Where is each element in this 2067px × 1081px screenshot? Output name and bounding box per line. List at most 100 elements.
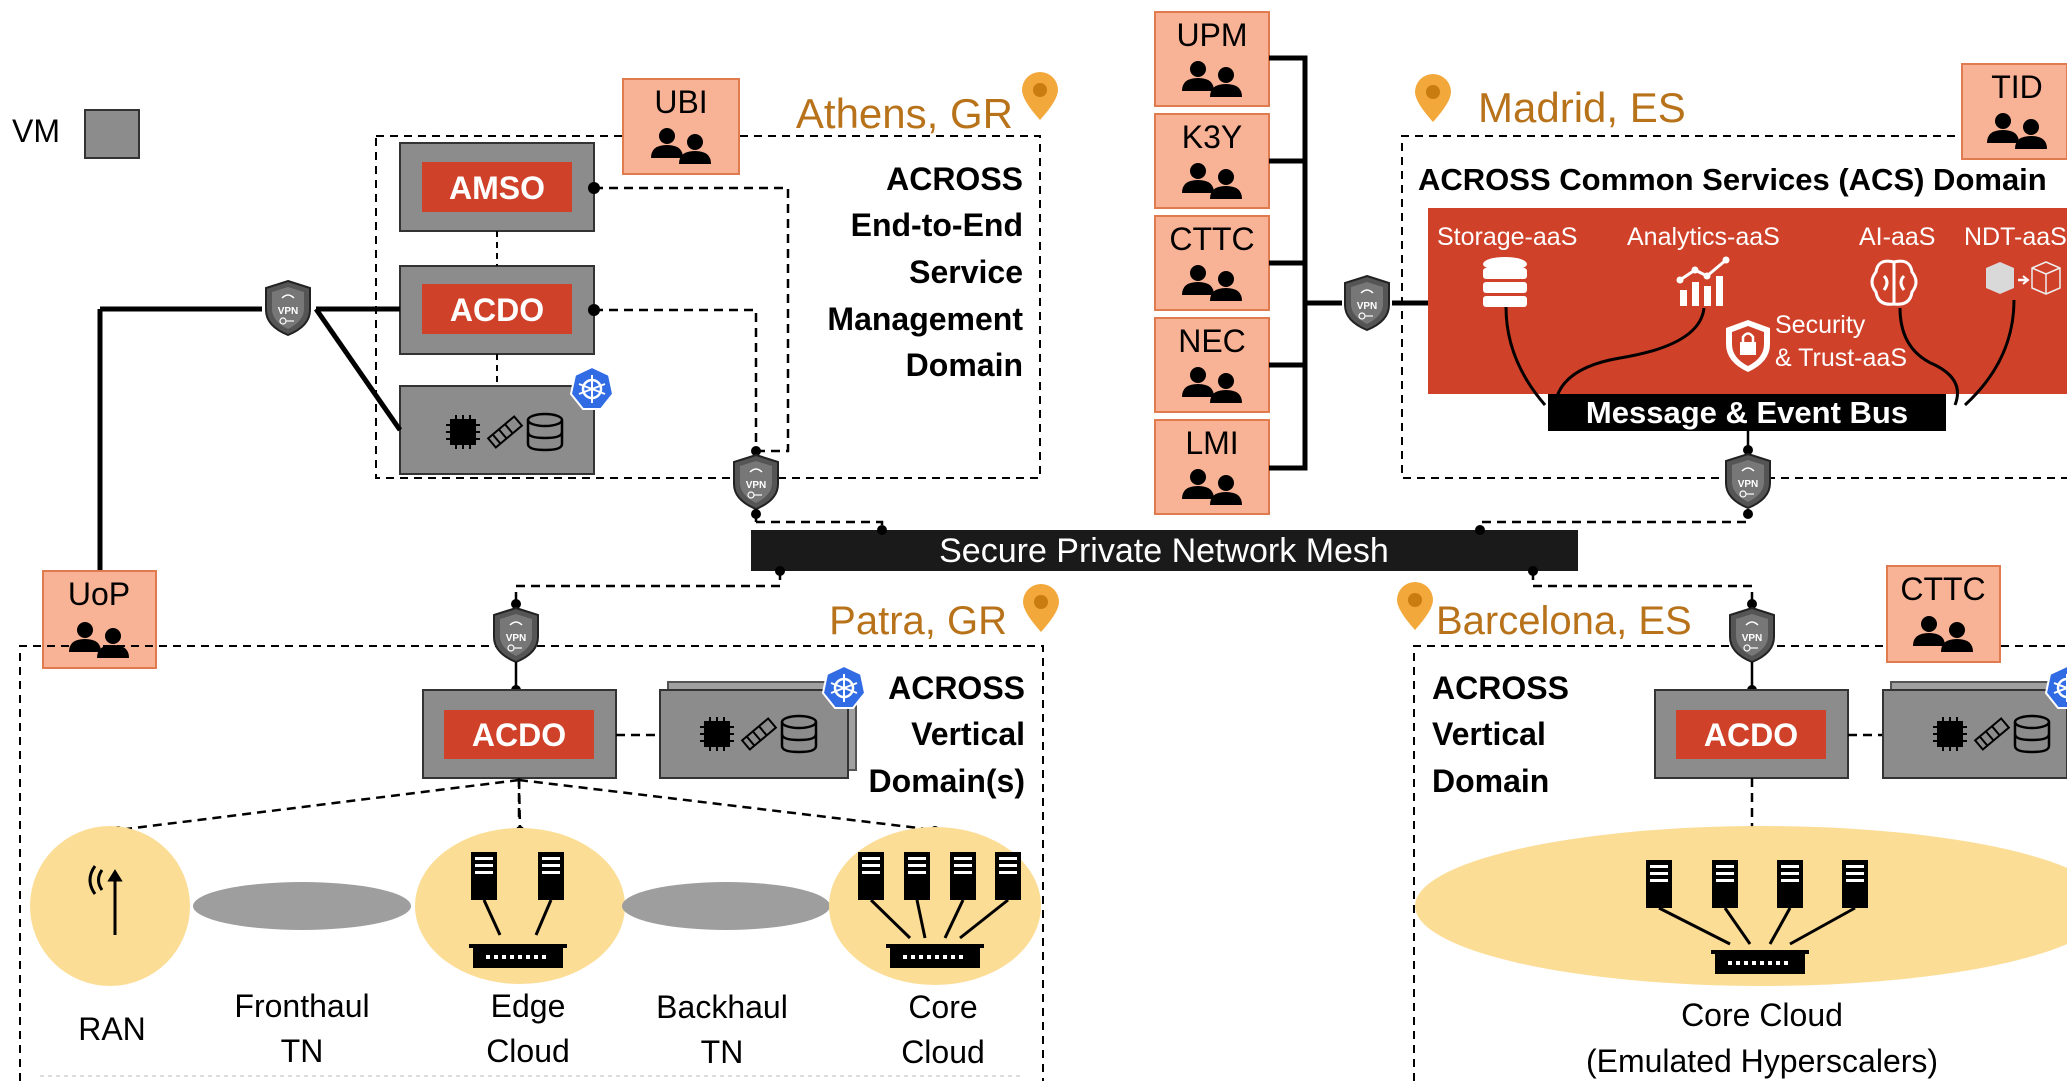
core-label-2: Cloud bbox=[901, 1034, 985, 1070]
partner-uop: UoP bbox=[42, 570, 157, 669]
vpn-shield-icon bbox=[1729, 607, 1775, 663]
map-pin-icon bbox=[1022, 72, 1058, 120]
partner-label: CTTC bbox=[1900, 571, 1985, 607]
ran-label: RAN bbox=[78, 1011, 146, 1047]
partner-nec: NEC bbox=[1154, 317, 1270, 413]
antenna-icon bbox=[88, 865, 123, 935]
security-service-label-1: Security bbox=[1775, 311, 1866, 339]
ran-node bbox=[30, 826, 190, 986]
barcelona-title-line: ACROSS bbox=[1432, 670, 1569, 706]
patra-infra-vm[interactable] bbox=[659, 664, 867, 779]
athens-location-label: Athens, GR bbox=[796, 90, 1013, 137]
athens-infra-vm[interactable] bbox=[399, 365, 615, 475]
vpn-shield-icon bbox=[1725, 453, 1771, 509]
backhaul-tn-link bbox=[622, 882, 830, 930]
patra-title-line: ACROSS bbox=[888, 670, 1025, 706]
patra-location-label: Patra, GR bbox=[829, 599, 1007, 643]
backhaul-label-2: TN bbox=[701, 1034, 744, 1070]
server-icon bbox=[1842, 860, 1868, 908]
server-icon bbox=[1646, 860, 1672, 908]
cube-icon bbox=[1986, 261, 2061, 295]
mesh-label: Secure Private Network Mesh bbox=[939, 532, 1389, 570]
partner-label: UoP bbox=[68, 576, 130, 612]
secure-private-network-mesh bbox=[751, 530, 1578, 571]
partner-k3y: K3Y bbox=[1154, 113, 1270, 209]
patra-title-line: Domain(s) bbox=[869, 763, 1025, 799]
core-label-1: Core bbox=[908, 989, 977, 1025]
server-icon bbox=[1777, 860, 1803, 908]
barcelona-acdo-label: ACDO bbox=[1704, 717, 1798, 753]
patra-acdo-label: ACDO bbox=[472, 717, 566, 753]
fronthaul-label-2: TN bbox=[281, 1033, 324, 1069]
partner-ubi: UBI bbox=[622, 78, 740, 175]
vm-legend-swatch bbox=[84, 109, 140, 159]
patra-acdo-vm[interactable]: ACDO bbox=[422, 689, 617, 779]
patra-location: Patra, GR bbox=[829, 584, 1059, 643]
barcelona-core-cloud-node bbox=[1415, 826, 2067, 986]
barcelona-core-label-2: (Emulated Hyperscalers) bbox=[1586, 1043, 1938, 1079]
athens-acdo-label: ACDO bbox=[450, 292, 544, 328]
partner-label: NEC bbox=[1178, 323, 1246, 359]
message-bus-label: Message & Event Bus bbox=[1586, 395, 1908, 430]
patra-domain-title: ACROSS Vertical Domain(s) bbox=[869, 670, 1025, 799]
partner-column: UPM K3Y CTTC NEC LMI bbox=[1154, 11, 1270, 515]
amso-label: AMSO bbox=[449, 170, 545, 206]
athens-title-line: End-to-End bbox=[851, 207, 1023, 243]
athens-title-line: Management bbox=[827, 301, 1023, 337]
barcelona-location-label: Barcelona, ES bbox=[1436, 599, 1692, 643]
barcelona-location: Barcelona, ES bbox=[1397, 582, 1692, 643]
server-icon bbox=[995, 852, 1021, 900]
map-pin-icon bbox=[1415, 74, 1451, 122]
partner-label: CTTC bbox=[1169, 221, 1254, 257]
barcelona-acdo-vm[interactable]: ACDO bbox=[1654, 689, 1849, 779]
partner-label: K3Y bbox=[1182, 119, 1242, 155]
edge-label-2: Cloud bbox=[486, 1033, 570, 1069]
brain-icon bbox=[1870, 259, 1918, 306]
ndt-service-label: NDT-aaS bbox=[1964, 223, 2067, 251]
switch-icon bbox=[469, 944, 567, 968]
acs-domain-title: ACROSS Common Services (ACS) Domain bbox=[1418, 162, 2047, 197]
server-icon bbox=[950, 852, 976, 900]
partner-lmi: LMI bbox=[1154, 419, 1270, 515]
vpn-shield-icon bbox=[493, 607, 539, 663]
lock-icon bbox=[1726, 320, 1770, 372]
partner-label: UBI bbox=[654, 84, 707, 120]
athens-domain-title: ACROSS End-to-End Service Management Dom… bbox=[827, 161, 1023, 383]
server-icon bbox=[904, 852, 930, 900]
edge-label-1: Edge bbox=[491, 988, 566, 1024]
partner-cttc: CTTC bbox=[1154, 215, 1270, 311]
edge-cloud-node bbox=[415, 828, 625, 984]
switch-icon bbox=[1711, 950, 1809, 974]
backhaul-label-1: Backhaul bbox=[656, 989, 788, 1025]
partner-label: LMI bbox=[1185, 425, 1238, 461]
partner-upm: UPM bbox=[1154, 11, 1270, 107]
fronthaul-label-1: Fronthaul bbox=[234, 988, 369, 1024]
barcelona-core-label-1: Core Cloud bbox=[1681, 997, 1843, 1033]
patra-domain-border bbox=[19, 645, 1044, 1081]
barcelona-domain-border bbox=[1413, 645, 2067, 1081]
athens-title-line: ACROSS bbox=[886, 161, 1023, 197]
fronthaul-tn-link bbox=[193, 882, 411, 930]
server-icon bbox=[1712, 860, 1738, 908]
barcelona-infra-vm[interactable] bbox=[1882, 664, 2067, 779]
barcelona-title-line: Vertical bbox=[1432, 716, 1546, 752]
server-icon bbox=[538, 852, 564, 900]
amso-vm[interactable]: AMSO bbox=[399, 142, 595, 232]
storage-service-label: Storage-aaS bbox=[1437, 223, 1577, 251]
athens-location: Athens, GR bbox=[796, 72, 1058, 137]
madrid-location: Madrid, ES bbox=[1415, 74, 1686, 131]
vpn-shield-icon bbox=[265, 280, 311, 336]
athens-acdo-vm[interactable]: ACDO bbox=[399, 265, 595, 355]
kubernetes-icon bbox=[821, 664, 867, 710]
vpn-shield-icon bbox=[733, 454, 779, 510]
map-pin-icon bbox=[1397, 582, 1433, 630]
partner-label: UPM bbox=[1176, 17, 1247, 53]
vm-legend-label: VM bbox=[12, 113, 60, 149]
barcelona-title-line: Domain bbox=[1432, 763, 1549, 799]
partner-label: TID bbox=[1991, 69, 2043, 105]
analytics-service-label: Analytics-aaS bbox=[1627, 223, 1780, 251]
partner-cttc-barcelona: CTTC bbox=[1886, 565, 2001, 663]
message-event-bus bbox=[1548, 394, 1946, 431]
patra-title-line: Vertical bbox=[911, 716, 1025, 752]
ai-service-label: AI-aaS bbox=[1859, 223, 1935, 251]
